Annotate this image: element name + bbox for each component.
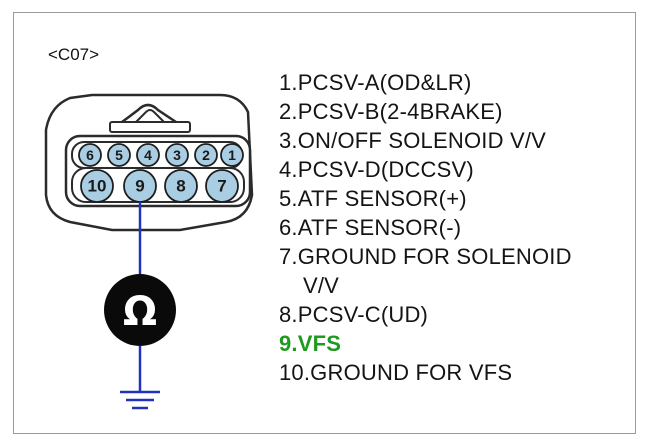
pin-9-label: 9 [135,177,144,196]
pin-description-5: 5.ATF SENSOR(+) [279,186,467,211]
connector-label: <C07> [48,45,100,64]
pin-4 [136,143,160,167]
pin-6 [78,143,102,167]
pin-description-7: 7.GROUND FOR SOLENOID [279,244,572,269]
pin-description-10: 10.GROUND FOR VFS [279,360,513,385]
pin-description-2: 2.PCSV-B(2-4BRAKE) [279,99,503,124]
pin-2 [194,143,218,167]
pin-1 [220,143,244,167]
pin-8 [164,169,198,203]
pin-7-label: 7 [217,177,226,196]
pin-1-label: 1 [228,147,236,163]
pin-description-7-cont: V/V [303,273,340,298]
pin-5 [107,143,131,167]
pin-5-label: 5 [115,147,123,163]
pin-description-list: 1.PCSV-A(OD&LR) 2.PCSV-B(2-4BRAKE) 3.ON/… [279,68,572,387]
pin-description-6: 6.ATF SENSOR(-) [279,215,462,240]
pin-description-4: 4.PCSV-D(DCCSV) [279,157,474,182]
pin-description-3: 3.ON/OFF SOLENOID V/V [279,128,547,153]
pin-2-label: 2 [202,147,210,163]
pin-description-9: 9.VFS [279,331,342,356]
ohmmeter-symbol [104,274,176,346]
ohm-icon: Ω [123,289,157,335]
pin-7 [205,169,239,203]
pin-description-8: 8.PCSV-C(UD) [279,302,429,327]
ground-icon [120,390,160,410]
connector-lock-bar [109,121,191,133]
pin-row-top: 6 5 4 3 2 1 [78,143,244,167]
pin-10-label: 10 [88,177,107,196]
pin-row-bottom-outline [71,167,245,203]
pin-8-label: 8 [176,177,185,196]
connector-lock-tab [121,103,177,124]
connector-lock-tab-inner [135,109,165,123]
pin-3-label: 3 [173,147,181,163]
pin-4-label: 4 [144,147,152,163]
pin-row-bottom: 10 9 8 7 [80,169,239,203]
pin-6-label: 6 [86,147,94,163]
pin-3 [165,143,189,167]
pin-description-1: 1.PCSV-A(OD&LR) [279,70,472,95]
pin-10 [80,169,114,203]
